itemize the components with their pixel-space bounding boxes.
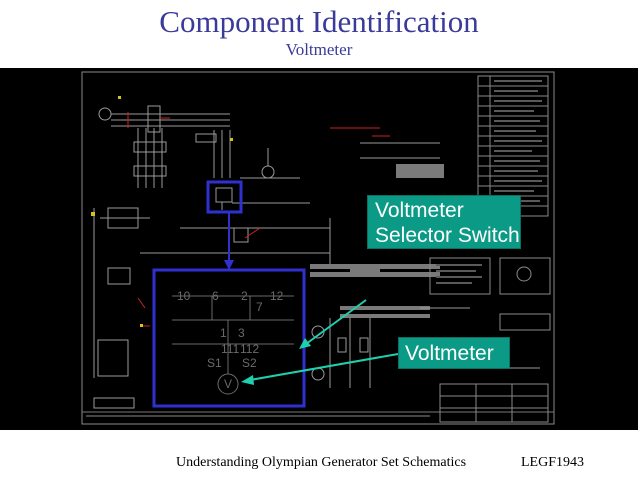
voltmeter-callout-arrowhead: [241, 375, 254, 385]
selector-switch-callout: Voltmeter Selector Switch: [367, 195, 521, 249]
zoom-label-s1: S1: [207, 356, 222, 370]
zoom-label-1: 1: [220, 326, 227, 340]
left-circuit: [93, 105, 230, 409]
zoom-label-s2: S2: [242, 356, 257, 370]
red-wires: [127, 112, 390, 327]
zoom-label-2: 2: [241, 289, 248, 303]
title-block: [86, 383, 549, 423]
zoom-label-10: 10: [177, 289, 191, 303]
schematic-diagram: 10 6 2 12 7 1 3 111 112 S1 S2 V: [0, 68, 638, 430]
zoom-panel-labels: 10 6 2 12 7 1 3 111 112 S1 S2 V: [177, 289, 284, 391]
voltmeter-symbol-label: V: [224, 377, 232, 391]
terminal-blocks: [310, 164, 444, 318]
zoom-panel-lines: [172, 295, 294, 395]
zoom-label-3: 3: [238, 326, 245, 340]
center-circuit: [140, 130, 440, 268]
zoom-label-111: 111: [221, 342, 240, 356]
zoom-highlight-box: [152, 268, 306, 408]
switch-callout-arrowhead: [299, 338, 311, 349]
slide-title: Component Identification: [159, 4, 479, 39]
switch-callout-arrow: [305, 299, 367, 345]
schematic-drawing: 10 6 2 12 7 1 3 111 112 S1 S2 V: [81, 71, 555, 425]
selector-switch-highlight: [206, 180, 243, 214]
selector-switch-callout-line2: Selector Switch: [375, 224, 520, 247]
legend-text: [436, 80, 542, 284]
voltmeter-callout-arrow: [249, 353, 399, 381]
zoom-arrow-head: [224, 260, 234, 270]
zoom-label-6: 6: [212, 289, 219, 303]
footer-doc-code: LEGF1943: [521, 455, 584, 470]
zoom-label-7: 7: [256, 300, 263, 314]
zoom-label-112: 112: [240, 342, 259, 356]
zoom-label-12: 12: [270, 289, 284, 303]
selector-switch-symbol: [215, 187, 233, 210]
voltmeter-callout: Voltmeter: [398, 337, 510, 369]
selector-switch-callout-line1: Voltmeter: [375, 199, 464, 222]
footer-course-title: Understanding Olympian Generator Set Sch…: [176, 455, 467, 470]
slide-subtitle: Voltmeter: [285, 40, 353, 59]
yellow-accents: [91, 96, 233, 327]
schematic-border: [81, 71, 555, 425]
